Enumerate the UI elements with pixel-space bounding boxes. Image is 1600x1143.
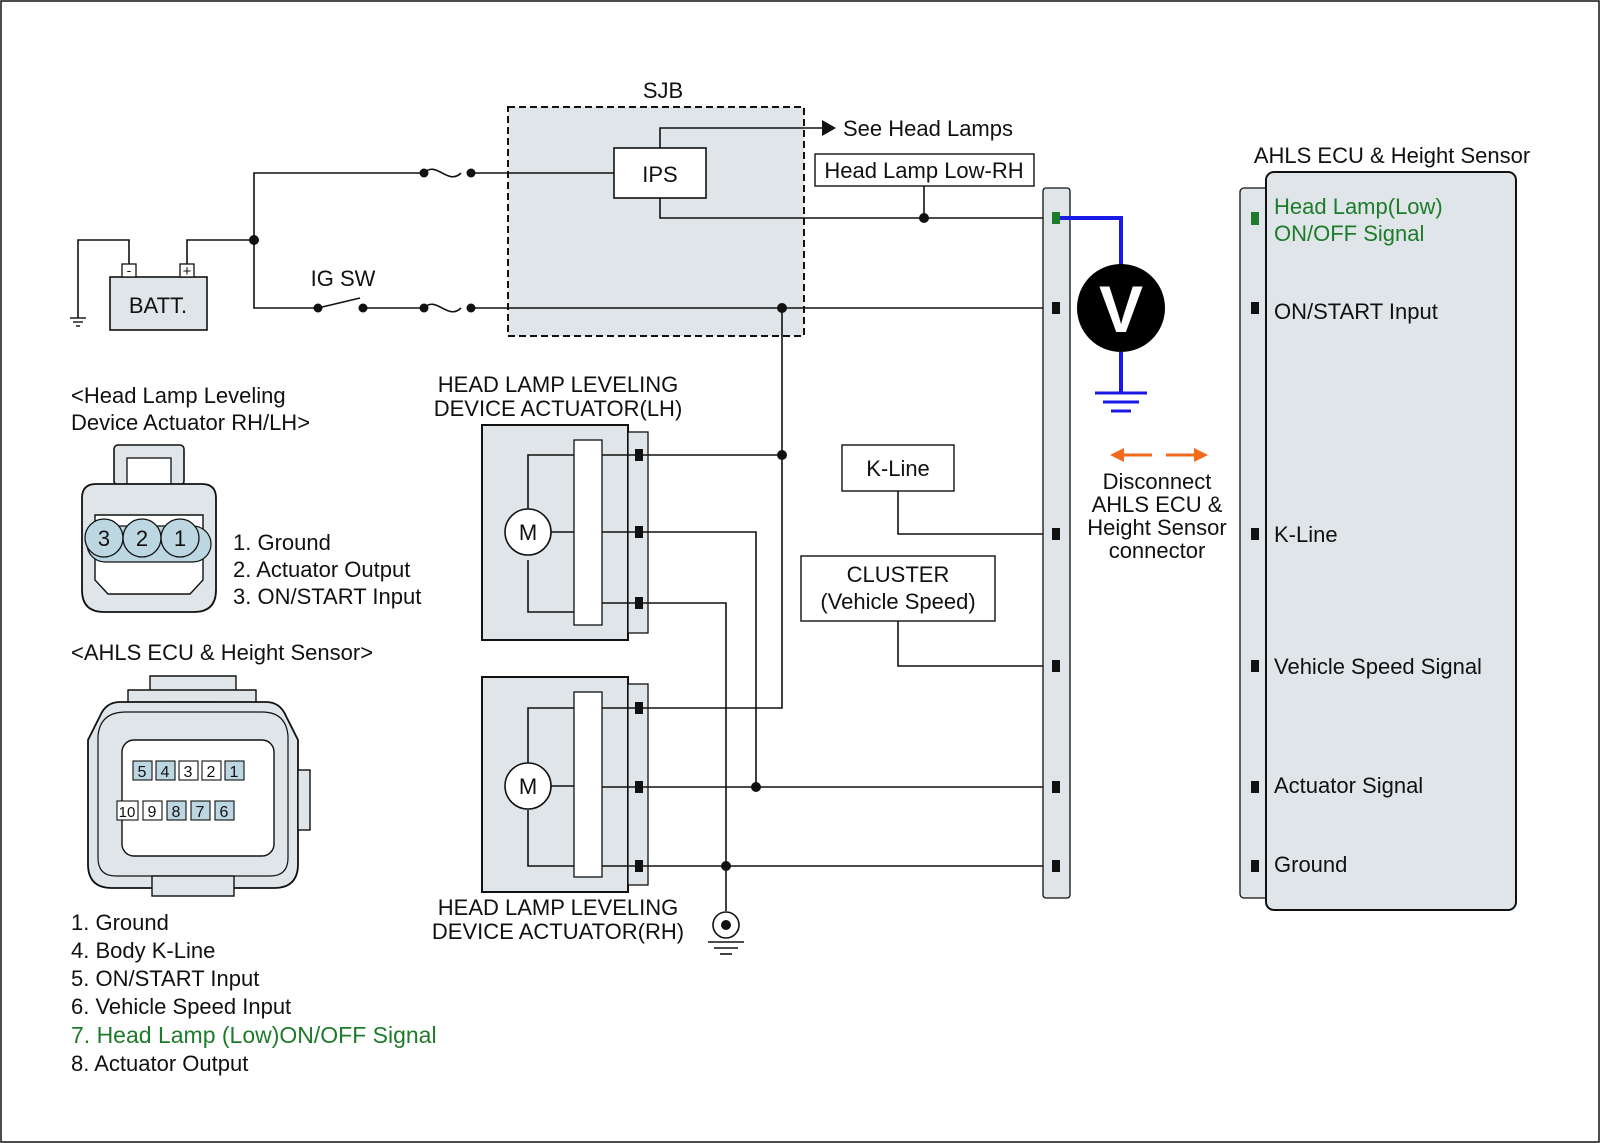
motor-label: M xyxy=(519,774,537,799)
see-head-lamps-label: See Head Lamps xyxy=(843,116,1013,141)
ecu-signal-head-lamp-2: ON/OFF Signal xyxy=(1274,221,1424,246)
ecu-legend-5: 5. ON/START Input xyxy=(71,966,259,991)
ground-icon xyxy=(70,317,86,327)
ecu-signal-ground: Ground xyxy=(1274,852,1347,877)
ecu-legend-4: 4. Body K-Line xyxy=(71,938,215,963)
actuator-connector-title-1: <Head Lamp Leveling xyxy=(71,383,286,408)
sjb-block: SJB IPS See Head Lamps xyxy=(507,78,1056,337)
k-line-box xyxy=(841,444,955,492)
ecu-pin-10: 10 xyxy=(119,804,136,821)
head-lamp-low-rh-label: Head Lamp Low-RH xyxy=(824,158,1023,183)
actuator-lh: M xyxy=(481,424,649,641)
chassis-ground-icon xyxy=(708,911,744,955)
ecu-signal-on-start: ON/START Input xyxy=(1274,299,1438,324)
actuator-legend-2: 2. Actuator Output xyxy=(233,557,410,582)
fuse-icon xyxy=(423,168,462,178)
ecu-pin-9: 9 xyxy=(148,804,157,821)
cluster-label-2: (Vehicle Speed) xyxy=(820,589,975,614)
battery-minus: - xyxy=(127,262,132,278)
ecu-pin-2: 2 xyxy=(207,764,216,781)
ecu-pin-4: 4 xyxy=(161,764,170,781)
actuator-connector-face xyxy=(81,444,217,613)
actuator-connector-title-2: Device Actuator RH/LH> xyxy=(71,410,310,435)
head-lamp-low-rh-box xyxy=(814,153,1035,187)
ecu-signal-head-lamp-1: Head Lamp(Low) xyxy=(1274,194,1443,219)
disconnect-note-3: Height Sensor xyxy=(1087,515,1226,540)
actuator-pin-2: 2 xyxy=(136,526,148,551)
disconnect-note-1: Disconnect xyxy=(1103,469,1212,494)
actuator-pin-1: 1 xyxy=(174,526,186,551)
ecu-legend-7: 7. Head Lamp (Low)ON/OFF Signal xyxy=(71,1022,437,1048)
actuator-pin-3: 3 xyxy=(98,526,110,551)
cluster-label-1: CLUSTER xyxy=(847,562,950,587)
actuator-lh-title-1: HEAD LAMP LEVELING xyxy=(438,372,678,397)
ecu-signal-actuator: Actuator Signal xyxy=(1274,773,1423,798)
voltmeter-label: V xyxy=(1099,272,1143,346)
ecu-legend-8: 8. Actuator Output xyxy=(71,1051,248,1076)
ecu-pin-3: 3 xyxy=(184,764,193,781)
ground-icon xyxy=(1095,391,1147,413)
voltmeter-probe-positive xyxy=(1060,216,1123,266)
actuator-legend-1: 1. Ground xyxy=(233,530,331,555)
fuse-icon xyxy=(423,303,462,313)
ecu-legend-1: 1. Ground xyxy=(71,910,169,935)
actuator-rh-title-1: HEAD LAMP LEVELING xyxy=(438,895,678,920)
ecu-legend-6: 6. Vehicle Speed Input xyxy=(71,994,291,1019)
battery: BATT. - + xyxy=(70,239,254,331)
ecu-pin-8: 8 xyxy=(172,804,181,821)
voltmeter-icon xyxy=(1077,264,1165,352)
switch-icon xyxy=(317,297,361,309)
motor-label: M xyxy=(519,520,537,545)
ecu-pin-7: 7 xyxy=(196,804,205,821)
ecu-connector-face xyxy=(87,675,311,897)
ips-box xyxy=(613,147,707,199)
ips-label: IPS xyxy=(642,162,677,187)
battery-plus: + xyxy=(183,263,192,280)
disconnect-arrows-icon xyxy=(1110,448,1208,462)
battery-label: BATT. xyxy=(129,293,187,318)
cluster-box xyxy=(800,555,996,622)
actuator-legend-3: 3. ON/START Input xyxy=(233,584,421,609)
actuator-rh-title-2: DEVICE ACTUATOR(RH) xyxy=(432,919,684,944)
ecu-signal-vehicle-speed: Vehicle Speed Signal xyxy=(1274,654,1482,679)
k-line-box-label: K-Line xyxy=(866,456,930,481)
ecu-pin-1: 1 xyxy=(230,764,239,781)
sjb-label: SJB xyxy=(643,78,683,103)
disconnect-note-4: connector xyxy=(1109,538,1206,563)
disconnect-note-2: AHLS ECU & xyxy=(1092,492,1223,517)
ecu-connector-title: <AHLS ECU & Height Sensor> xyxy=(71,640,373,665)
harness-connector xyxy=(1042,187,1071,899)
ecu-block xyxy=(1239,171,1517,911)
ig-sw-label: IG SW xyxy=(311,266,376,291)
ecu-title: AHLS ECU & Height Sensor xyxy=(1254,143,1530,168)
actuator-rh: M xyxy=(481,676,649,893)
arrow-icon xyxy=(822,120,836,136)
ecu-signal-k-line: K-Line xyxy=(1274,522,1338,547)
ecu-pin-6: 6 xyxy=(220,804,229,821)
ecu-pin-5: 5 xyxy=(138,764,147,781)
actuator-lh-title-2: DEVICE ACTUATOR(LH) xyxy=(434,396,683,421)
